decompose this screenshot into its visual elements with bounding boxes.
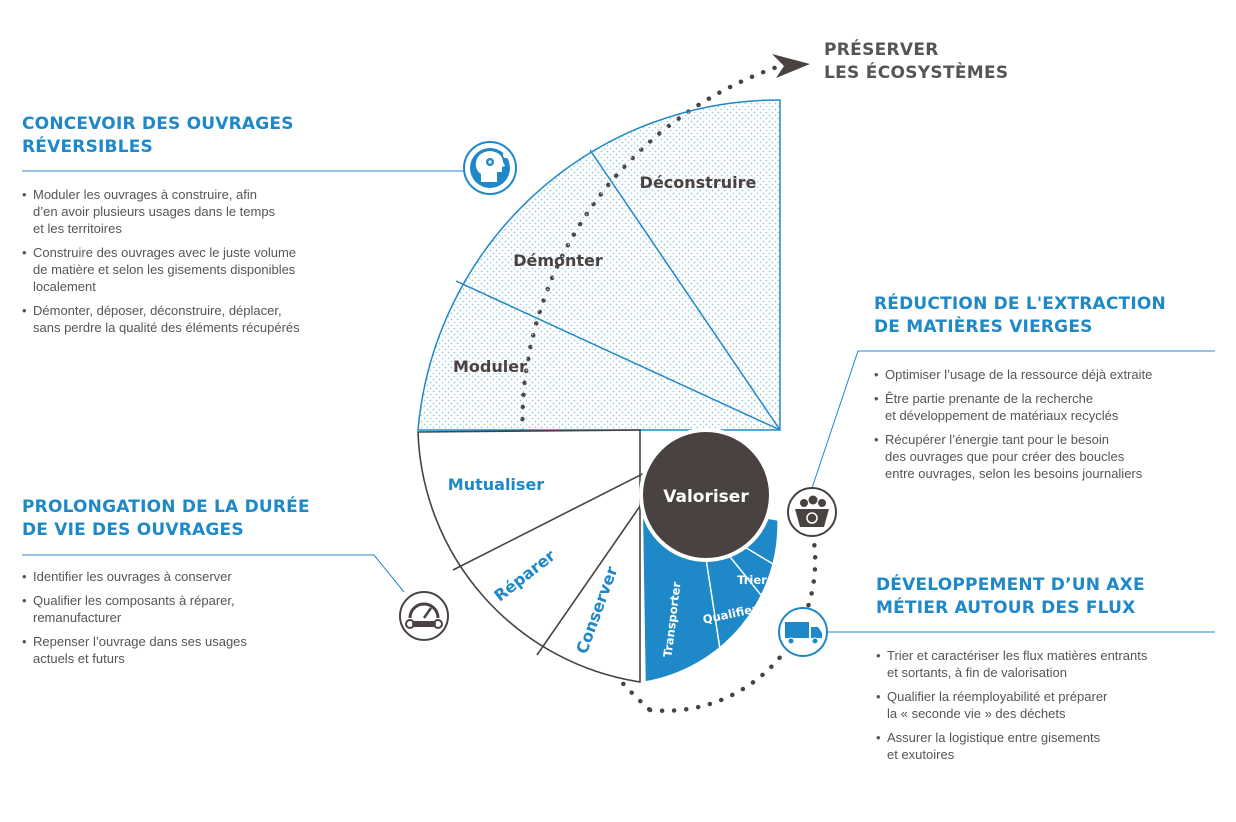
list-item: Optimiser l’usage de la ressource déjà e… bbox=[874, 366, 1224, 383]
title-line-1: RÉDUCTION DE L'EXTRACTION bbox=[874, 294, 1166, 314]
section-concevoir: CONCEVOIR DES OUVRAGES RÉVERSIBLES bbox=[22, 113, 382, 159]
title-line-1: PROLONGATION DE LA DURÉE bbox=[22, 497, 310, 517]
gauge-wrench-icon bbox=[399, 591, 449, 641]
divider-top-2 bbox=[589, 149, 781, 431]
head-gears-icon bbox=[463, 141, 517, 195]
connector-prolongation bbox=[22, 554, 405, 593]
goal-line-1: PRÉSERVER bbox=[824, 40, 939, 60]
section-reduction: RÉDUCTION DE L'EXTRACTION DE MATIÈRES VI… bbox=[874, 293, 1224, 339]
list-item: Identifier les ouvrages à conserver bbox=[22, 568, 382, 585]
arrow-head-icon bbox=[772, 54, 810, 78]
segment-moduler: Moduler bbox=[453, 357, 527, 376]
title-line-2: DE MATIÈRES VIERGES bbox=[874, 317, 1093, 337]
section-developpement: DÉVELOPPEMENT D’UN AXE MÉTIER AUTOUR DES… bbox=[876, 574, 1226, 620]
goal-line-2: LES ÉCOSYSTÈMES bbox=[824, 63, 1009, 83]
list-item: Moduler les ouvrages à construire, afin … bbox=[22, 186, 382, 237]
divider-top-1 bbox=[455, 280, 781, 431]
segment-mutualiser: Mutualiser bbox=[448, 475, 544, 494]
segment-trier: Trier bbox=[737, 573, 767, 587]
list-item: Récupérer l’énergie tant pour le besoin … bbox=[874, 431, 1224, 482]
title-line-2: DE VIE DES OUVRAGES bbox=[22, 520, 244, 540]
section-title: PROLONGATION DE LA DURÉE DE VIE DES OUVR… bbox=[22, 496, 382, 542]
section-title: RÉDUCTION DE L'EXTRACTION DE MATIÈRES VI… bbox=[874, 293, 1224, 339]
list-item: Qualifier les composants à réparer, rema… bbox=[22, 592, 382, 626]
list-item: Être partie prenante de la recherche et … bbox=[874, 390, 1224, 424]
list-item: Construire des ouvrages avec le juste vo… bbox=[22, 244, 382, 295]
list-item: Qualifier la réemployabilité et préparer… bbox=[876, 688, 1226, 722]
dotted-arc-lower-right bbox=[647, 527, 818, 713]
prolongation-points: Identifier les ouvrages à conserver Qual… bbox=[22, 568, 382, 674]
divider-bottom-1 bbox=[452, 459, 671, 571]
center-label: Valoriser bbox=[663, 487, 749, 507]
concevoir-points: Moduler les ouvrages à construire, afin … bbox=[22, 186, 382, 343]
section-title: DÉVELOPPEMENT D’UN AXE MÉTIER AUTOUR DES… bbox=[876, 574, 1226, 620]
segment-demonter: Démonter bbox=[513, 251, 603, 270]
list-item: Repenser l’ouvrage dans ses usages actue… bbox=[22, 633, 382, 667]
title-line-2: RÉVERSIBLES bbox=[22, 137, 153, 157]
bottom-quarter-fill bbox=[417, 429, 641, 683]
list-item: Assurer la logistique entre gisements et… bbox=[876, 729, 1226, 763]
goal-label: PRÉSERVER LES ÉCOSYSTÈMES bbox=[824, 39, 1008, 85]
section-prolongation: PROLONGATION DE LA DURÉE DE VIE DES OUVR… bbox=[22, 496, 382, 542]
connector-reduction bbox=[811, 350, 1215, 489]
title-line-1: CONCEVOIR DES OUVRAGES bbox=[22, 114, 294, 134]
recycle-bin-icon bbox=[787, 487, 837, 537]
list-item: Trier et caractériser les flux matières … bbox=[876, 647, 1226, 681]
center-circle bbox=[639, 428, 773, 562]
section-title: CONCEVOIR DES OUVRAGES RÉVERSIBLES bbox=[22, 113, 382, 159]
list-item: Démonter, déposer, déconstruire, déplace… bbox=[22, 302, 382, 336]
reduction-points: Optimiser l’usage de la ressource déjà e… bbox=[874, 366, 1224, 489]
segment-deconstruire: Déconstruire bbox=[640, 173, 757, 192]
title-line-1: DÉVELOPPEMENT D’UN AXE bbox=[876, 575, 1145, 595]
top-quarter-fill bbox=[417, 99, 781, 431]
developpement-points: Trier et caractériser les flux matières … bbox=[876, 647, 1226, 770]
truck-icon bbox=[778, 607, 828, 657]
title-line-2: MÉTIER AUTOUR DES FLUX bbox=[876, 598, 1136, 618]
